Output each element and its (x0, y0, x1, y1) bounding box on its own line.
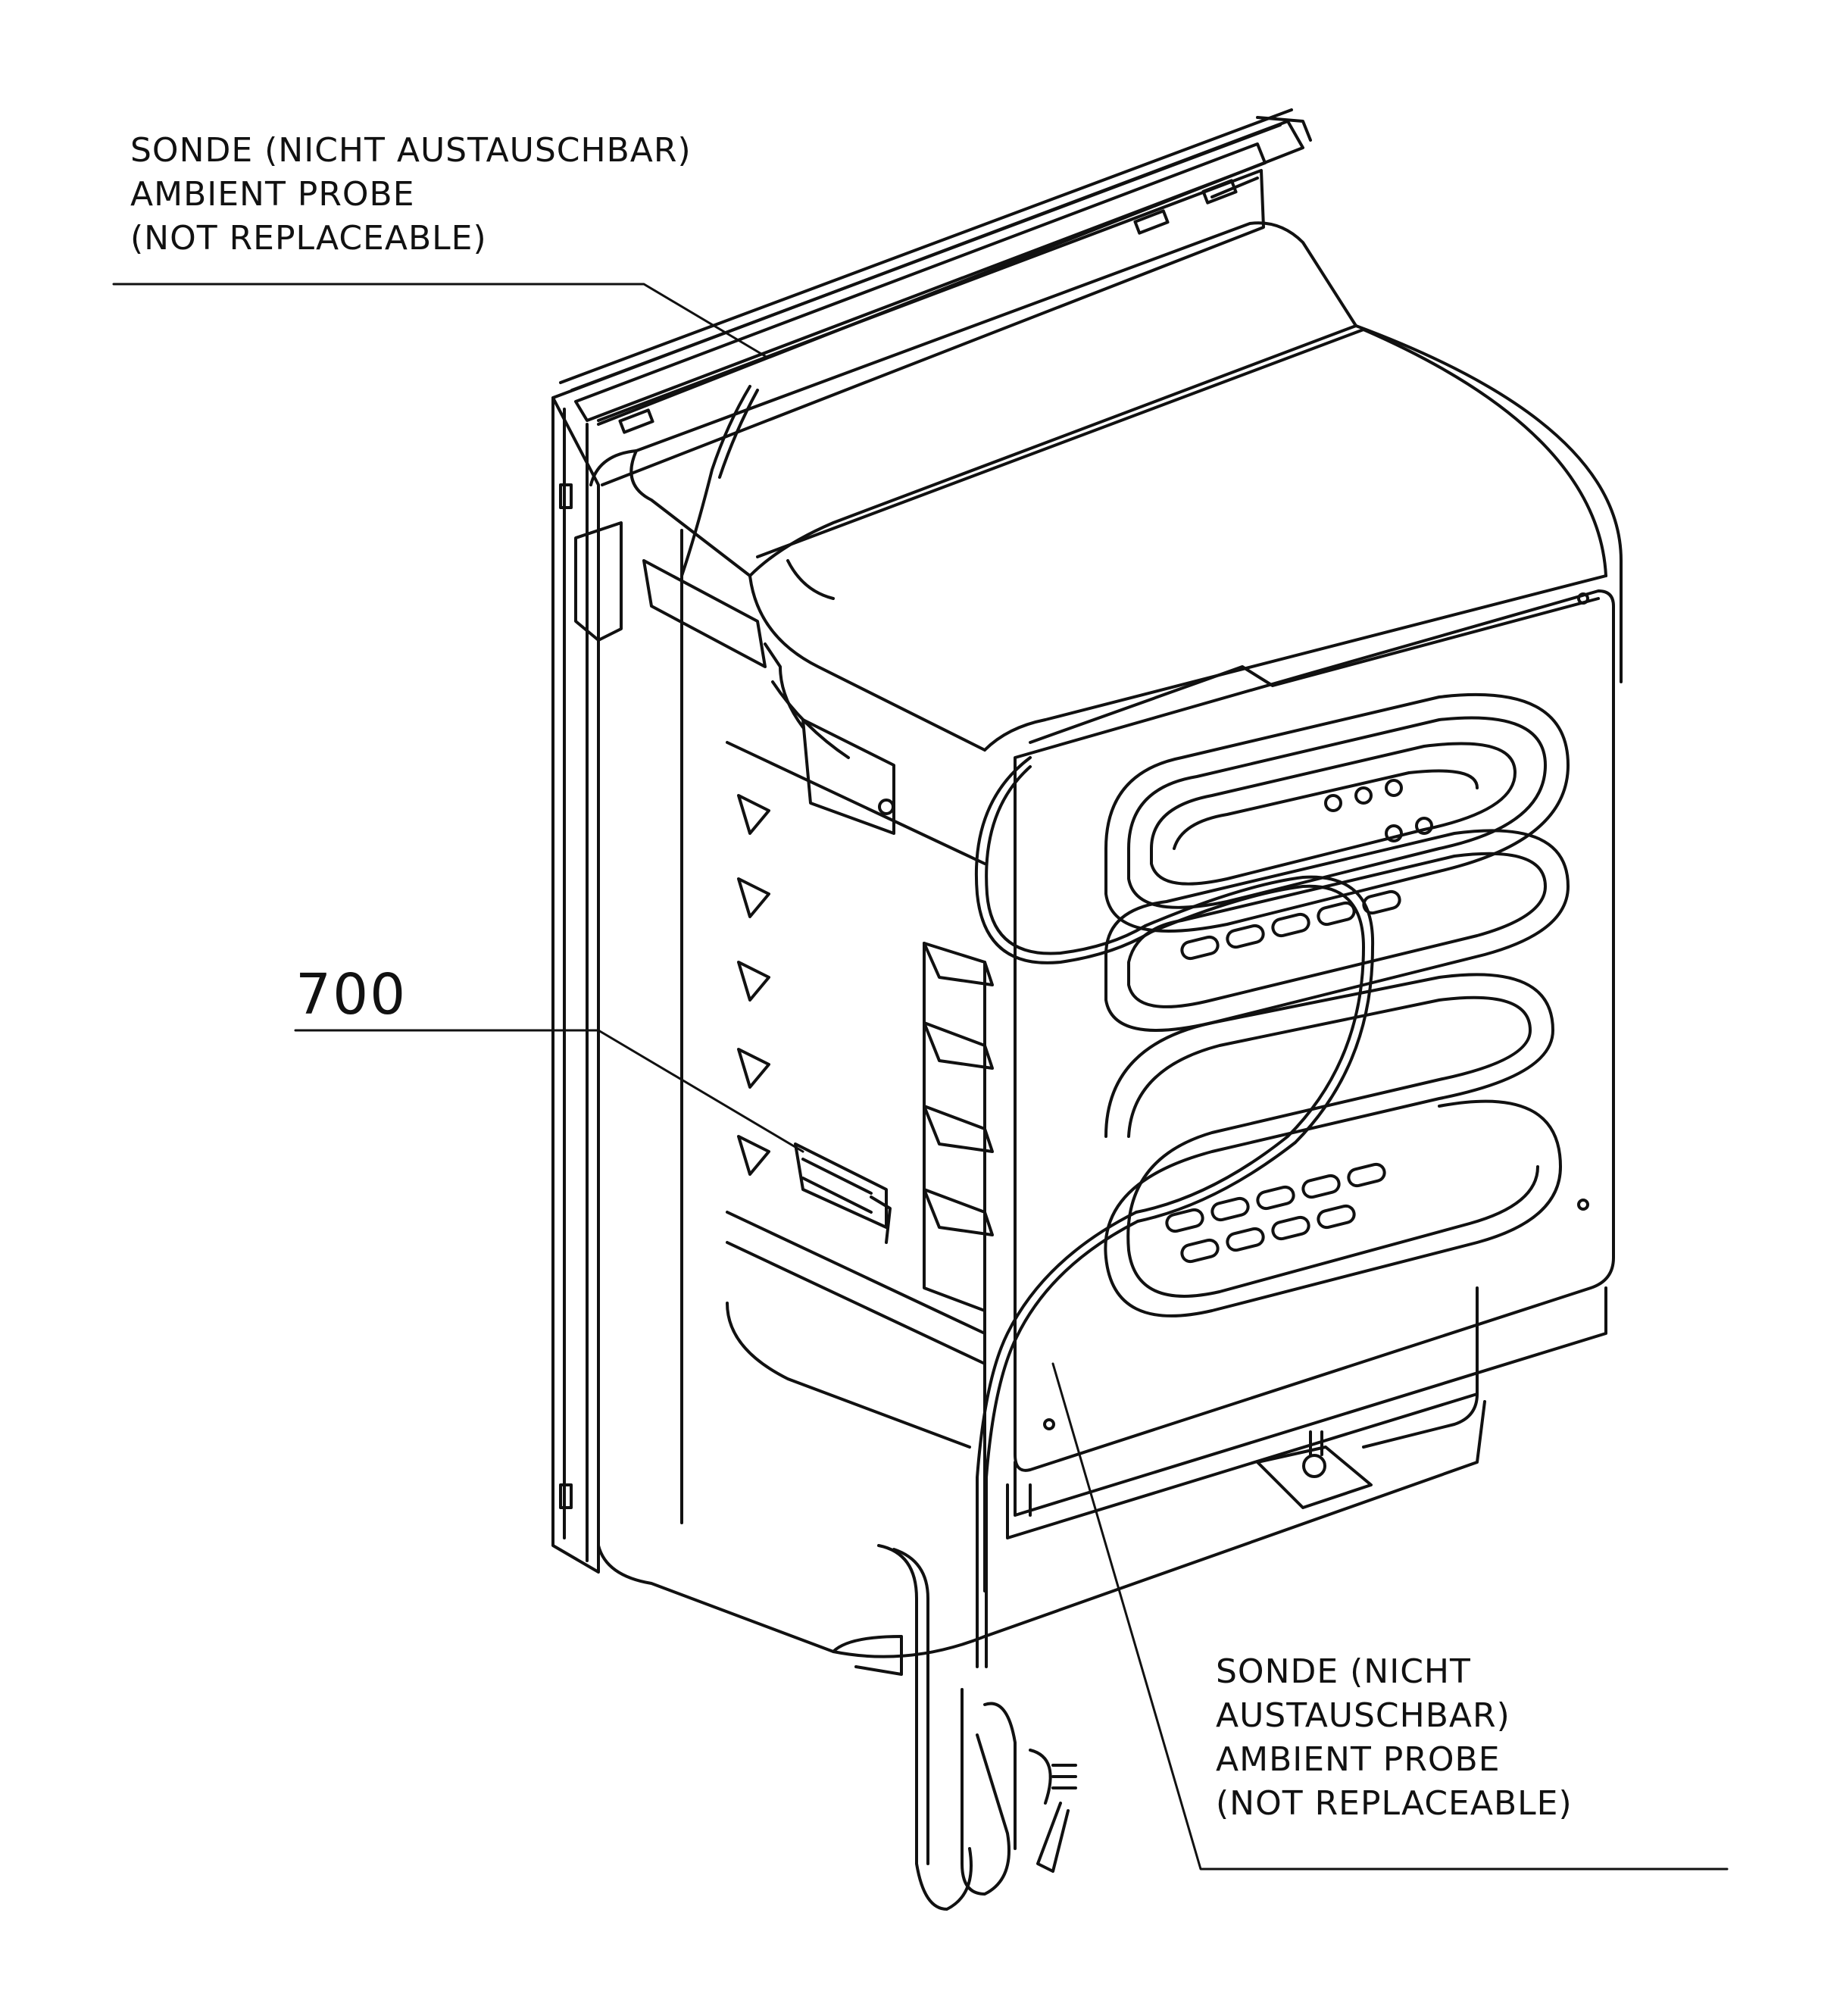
connector-700 (794, 1142, 892, 1244)
callout-bottom-line-2: AUSTAUSCHBAR) (1216, 1696, 1510, 1735)
top-rail (574, 116, 1312, 486)
leader-lines (112, 283, 1729, 1871)
heating-coil-upper (1104, 693, 1570, 933)
side-wall (597, 529, 986, 1658)
heating-coil-lower (1104, 973, 1562, 1317)
cavity-base (832, 1392, 1486, 1676)
callout-top-line-2: AMBIENT PROBE (130, 175, 415, 214)
callout-top-ambient-probe: SONDE (NICHT AUSTAUSCHBAR) AMBIENT PROBE… (130, 129, 692, 261)
cavity-top (589, 221, 1623, 752)
callout-bottom-line-4: (NOT REPLACEABLE) (1216, 1784, 1573, 1823)
probe-cable (974, 756, 1375, 1668)
callout-top-line-3: (NOT REPLACEABLE) (130, 219, 487, 258)
leader-line-top (112, 283, 767, 358)
lower-heating-element (877, 1544, 1077, 1911)
leader-line-700 (294, 1029, 804, 1153)
callout-bottom-ambient-probe: SONDE (NICHT AUSTAUSCHBAR) AMBIENT PROBE… (1216, 1650, 1573, 1826)
callout-bottom-line-3: AMBIENT PROBE (1216, 1740, 1501, 1779)
upper-probe-assembly (574, 385, 895, 835)
front-frame (551, 108, 1304, 1574)
part-number-label: 700 (295, 962, 408, 1027)
leader-line-bottom (1051, 1362, 1729, 1871)
callout-bottom-line-1: SONDE (NICHT (1216, 1652, 1471, 1691)
rack-runners (923, 942, 994, 1592)
back-panel (1014, 589, 1615, 1517)
callout-top-line-1: SONDE (NICHT AUSTAUSCHBAR) (130, 131, 692, 170)
